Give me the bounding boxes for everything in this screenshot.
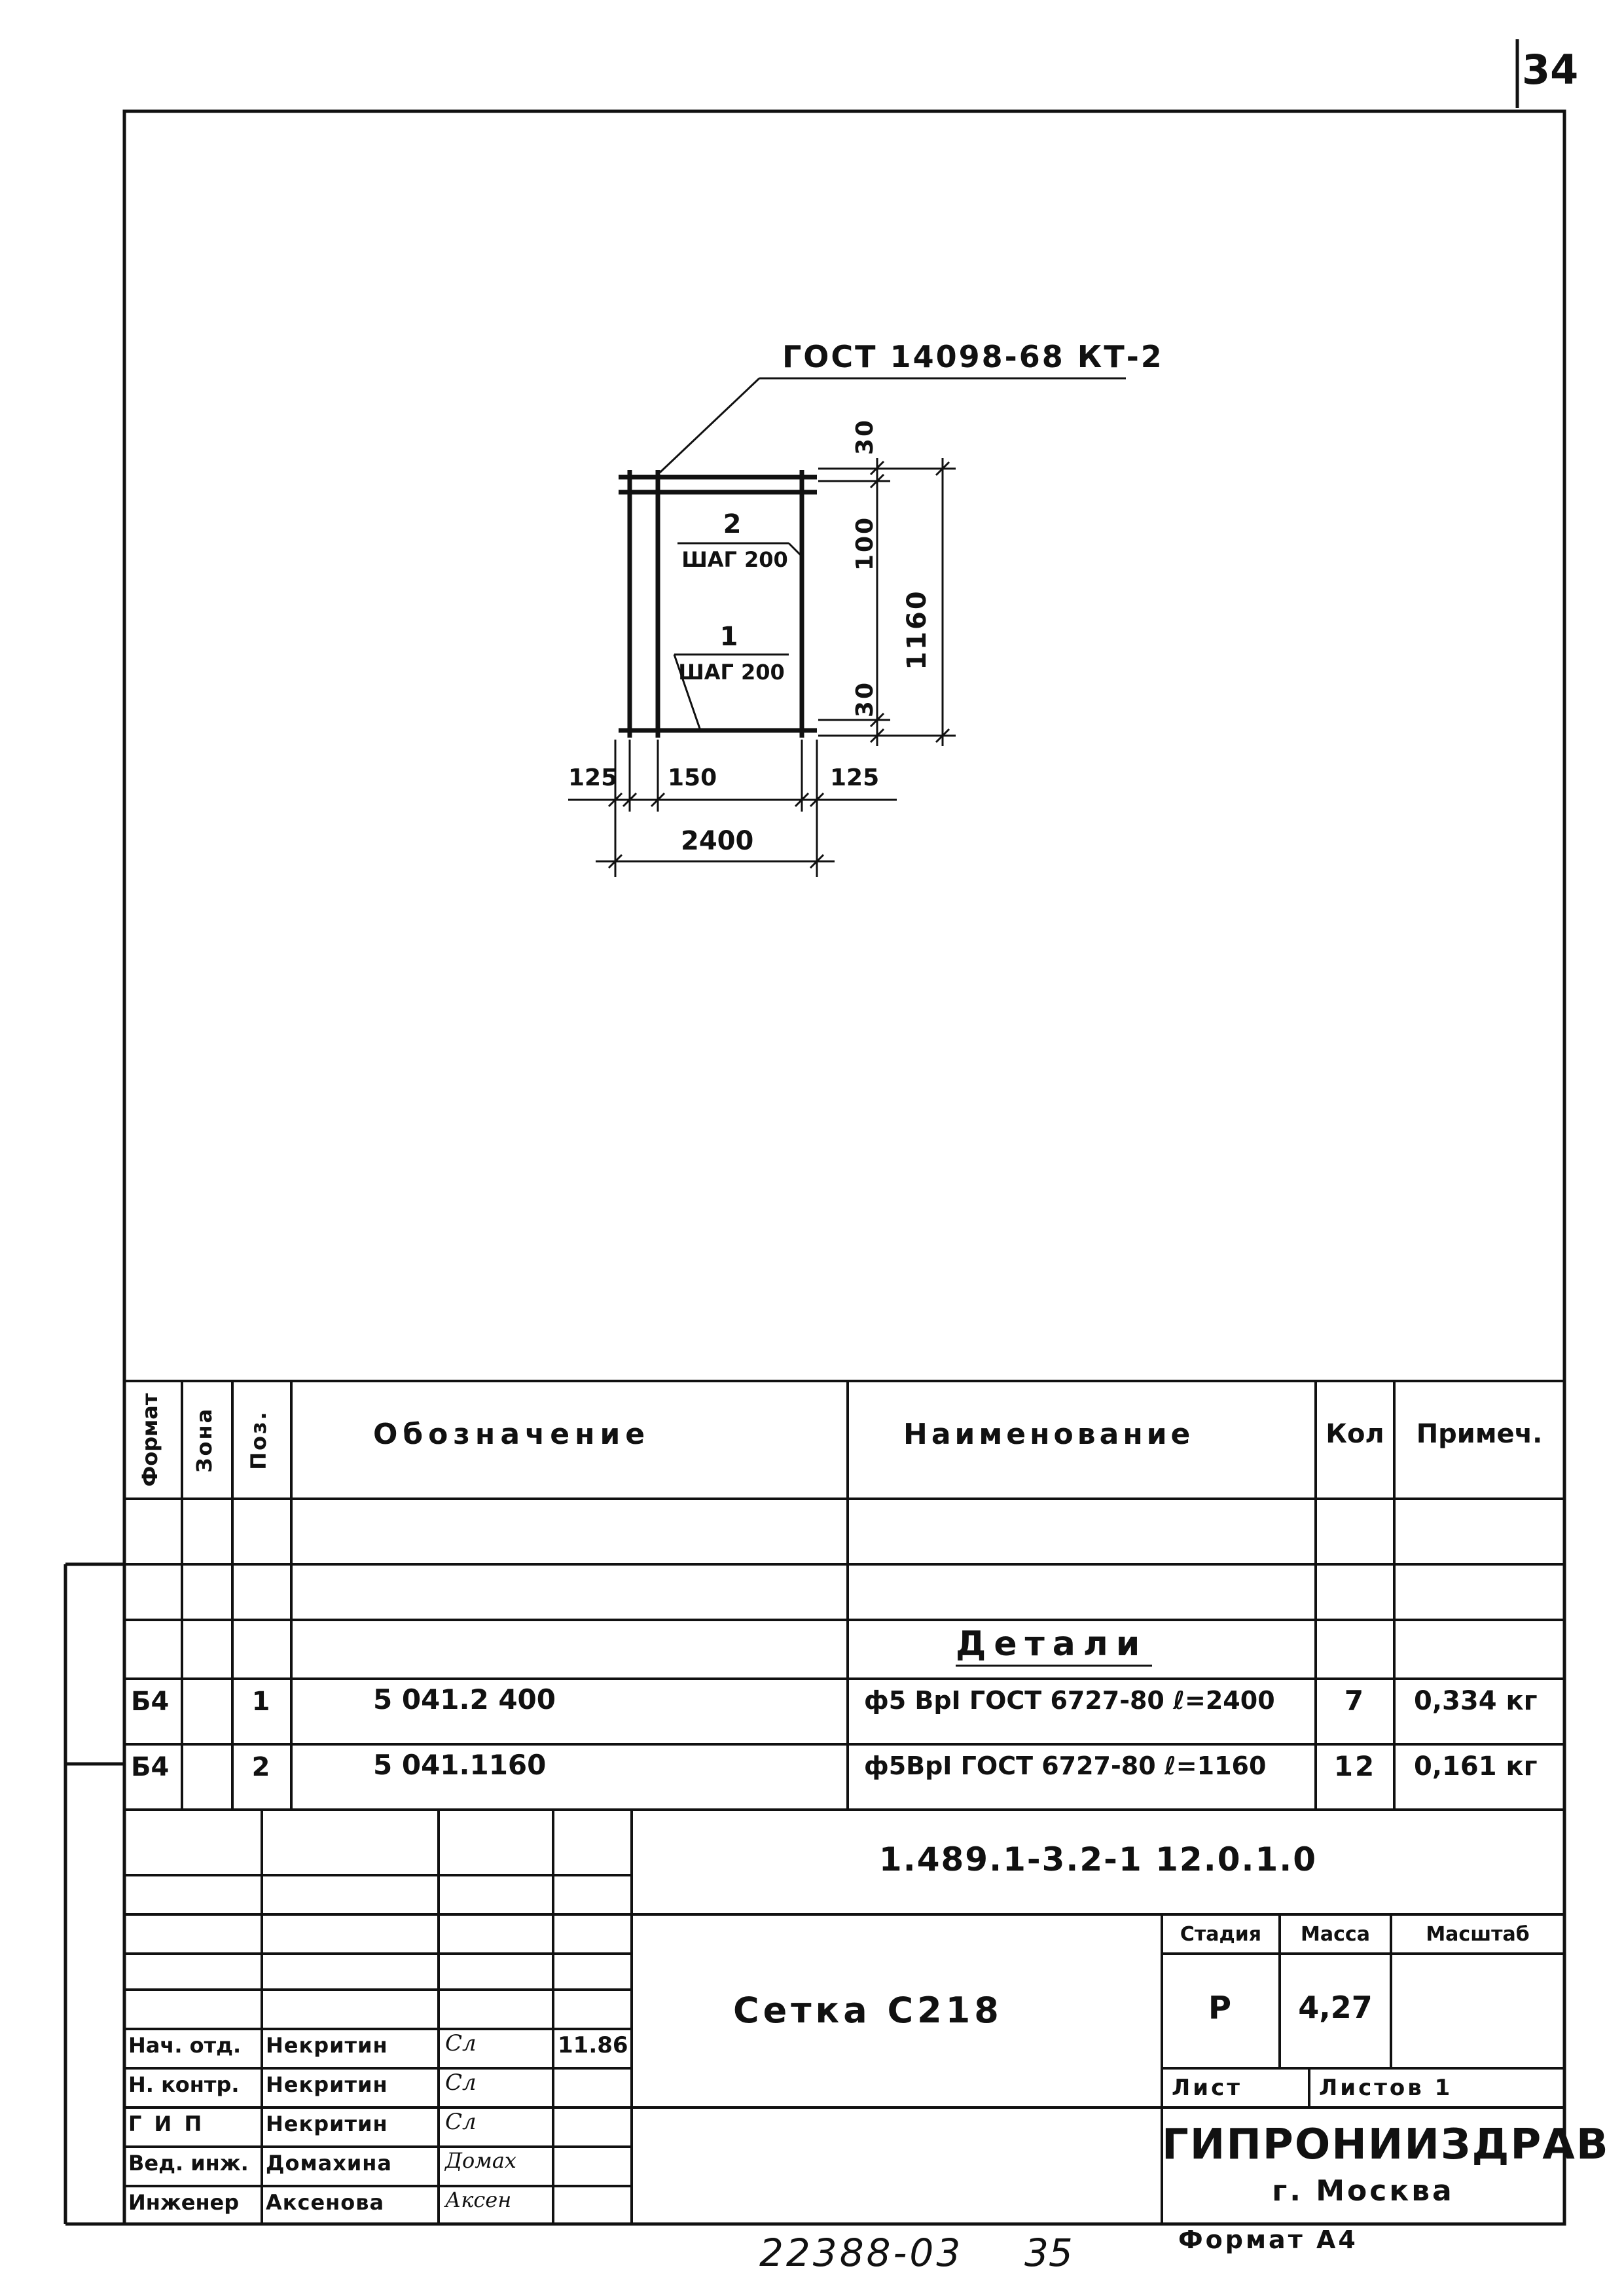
mesh-drawing	[619, 470, 817, 738]
org-city: г. Москва	[1272, 2174, 1454, 2208]
section-title-details: Детали	[956, 1624, 1148, 1664]
dim-100: 100	[852, 515, 878, 571]
row1-designation: 5 041.2 400	[373, 1683, 556, 1715]
staff-role-2: Н. контр.	[128, 2072, 240, 2097]
staff-signature-1: Сл	[445, 2030, 477, 2056]
mass-label: Масса	[1301, 1923, 1370, 1946]
staff-name-1: Некритин	[266, 2033, 388, 2058]
dim-125-right: 125	[830, 764, 880, 791]
dim-150: 150	[668, 764, 717, 791]
staff-signature-3: Сл	[445, 2109, 477, 2135]
header-qty: Кол	[1326, 1419, 1384, 1449]
sheet-label: Лист	[1172, 2075, 1242, 2101]
pos2-label: 2	[723, 509, 744, 539]
row2-designation: 5 041.1160	[373, 1749, 547, 1781]
header-designation: Обозначение	[373, 1418, 651, 1451]
archive-page: 35	[1024, 2231, 1073, 2275]
staff-name-5: Аксенова	[266, 2190, 385, 2215]
pos2-step: ШАГ 200	[681, 547, 788, 572]
dim-30-bottom: 30	[852, 680, 878, 718]
dim-125-left: 125	[568, 764, 618, 791]
staff-signature-2: Сл	[445, 2070, 477, 2096]
scale-label: Масштаб	[1426, 1923, 1530, 1946]
doc-code: 1.489.1-3.2-1 12.0.1.0	[878, 1840, 1318, 1878]
stage-label: Стадия	[1180, 1923, 1262, 1946]
staff-signature-5: Аксен	[445, 2187, 512, 2212]
row2-note: 0,161 кг	[1414, 1751, 1538, 1782]
staff-name-3: Некритин	[266, 2111, 388, 2136]
staff-name-2: Некритин	[266, 2072, 388, 2097]
header-zone: Зона	[192, 1407, 217, 1473]
row2-name: ф5ВрI ГОСТ 6727-80 ℓ=1160	[864, 1751, 1267, 1780]
stage-value: Р	[1208, 1990, 1234, 2026]
row2-qty: 12	[1333, 1750, 1377, 1782]
staff-signature-4: Домах	[445, 2148, 516, 2173]
dim-30-top: 30	[852, 418, 878, 456]
row1-note: 0,334 кг	[1414, 1686, 1538, 1716]
page-number: 34	[1522, 46, 1579, 94]
header-format: Формат	[137, 1393, 162, 1487]
staff-role-3: Г И П	[128, 2111, 205, 2136]
sheets-label: Листов 1	[1319, 2075, 1453, 2101]
staff-role-4: Вед. инж.	[128, 2151, 249, 2176]
row2-format: Б4	[131, 1752, 170, 1782]
date: 11.86	[558, 2032, 628, 2058]
archive-number: 22388-03	[759, 2231, 964, 2275]
gost-callout: ГОСТ 14098-68 КТ-2	[782, 339, 1164, 374]
row1-name: ф5 ВрI ГОСТ 6727-80 ℓ=2400	[864, 1686, 1275, 1715]
format-label: Формат А4	[1178, 2225, 1358, 2254]
staff-role-5: Инженер	[128, 2190, 240, 2215]
staff-role-1: Нач. отд.	[128, 2033, 242, 2058]
row1-pos: 1	[251, 1687, 272, 1717]
mass-value: 4,27	[1298, 1990, 1373, 2025]
header-pos: Поз.	[246, 1410, 271, 1470]
header-note: Примеч.	[1416, 1419, 1543, 1449]
org-name: ГИПРОНИИЗДРАВ	[1162, 2121, 1610, 2169]
dim-1160: 1160	[902, 589, 932, 670]
pos1-step: ШАГ 200	[678, 660, 785, 685]
pos1-label: 1	[719, 622, 740, 652]
row1-qty: 7	[1344, 1685, 1366, 1717]
header-name: Наименование	[903, 1418, 1195, 1451]
row2-pos: 2	[251, 1752, 272, 1782]
row1-format: Б4	[131, 1687, 170, 1717]
drawing-title: Сетка С218	[733, 1990, 1003, 2031]
staff-name-4: Домахина	[266, 2151, 392, 2176]
dim-2400: 2400	[681, 826, 754, 856]
